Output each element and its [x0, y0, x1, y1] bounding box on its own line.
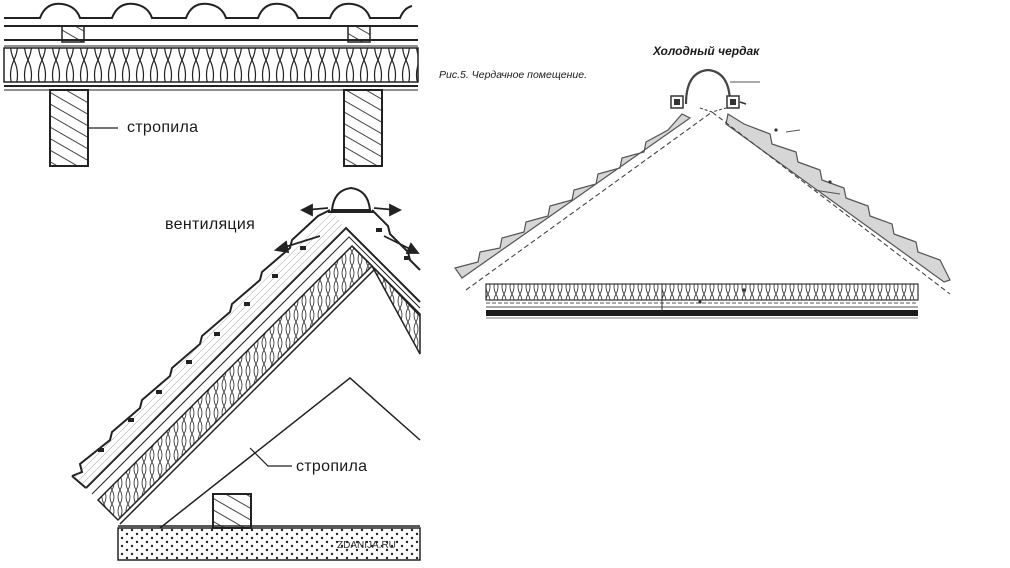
floor-beam	[212, 493, 252, 529]
top-batten-left	[61, 25, 85, 43]
right-tiles-left	[454, 113, 692, 279]
ventilation-arrows	[273, 203, 420, 254]
ridge-cap	[330, 186, 372, 211]
top-batten-right	[347, 25, 371, 43]
cold-attic-title: Холодный чердак	[653, 44, 760, 58]
ventilation-label: вентиляция	[165, 216, 256, 233]
figure-caption: Рис.5. Чердачное помещение.	[439, 69, 587, 81]
slope-insulation-left	[96, 244, 374, 522]
inner-rafter-line	[159, 377, 421, 529]
top-detail	[3, 2, 419, 167]
watermark: ZDANIJA.RU	[337, 540, 396, 551]
top-rafter-right	[343, 89, 383, 167]
bottom-detail	[71, 186, 421, 561]
top-insulation	[3, 47, 419, 83]
batten-marks	[98, 228, 410, 452]
right-tiles-right	[725, 113, 951, 283]
top-rafter-label: стропила	[127, 119, 199, 136]
right-rafter-dashed	[465, 111, 951, 295]
top-tile-row	[4, 2, 418, 27]
top-rafter-left	[49, 89, 89, 167]
bottom-rafter-leader	[249, 447, 292, 467]
bottom-rafter-label: стропила	[296, 458, 368, 475]
right-detail	[454, 68, 951, 319]
ceiling-slab	[485, 283, 919, 319]
right-ridge-cap	[684, 68, 732, 105]
floor-slab	[117, 527, 421, 561]
